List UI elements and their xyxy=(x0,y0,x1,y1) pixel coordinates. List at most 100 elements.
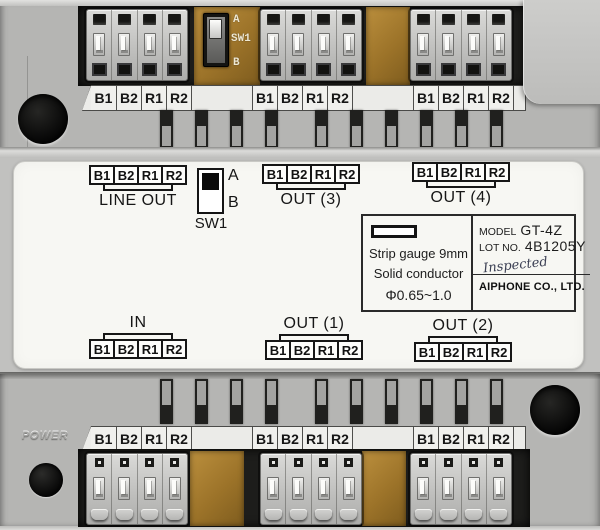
spring-clip xyxy=(143,32,156,56)
wire-hole xyxy=(116,63,132,76)
spring-clip xyxy=(168,476,181,500)
wire-hole xyxy=(119,458,129,467)
release-hole xyxy=(492,14,506,25)
wire-hole xyxy=(319,458,329,467)
spring-clip xyxy=(442,476,455,500)
release-hole xyxy=(291,14,305,25)
group-name: OUT (4) xyxy=(430,189,492,206)
terminal-pole xyxy=(261,10,287,80)
case-ridge-top xyxy=(0,147,600,158)
release-hole xyxy=(92,14,106,25)
strip-gauge-text: Strip gauge 9mm xyxy=(369,246,468,261)
spring-clip xyxy=(342,32,355,56)
label-terminal-r1: R1 xyxy=(137,165,163,185)
terminal-bump xyxy=(141,509,159,520)
spring-clip xyxy=(492,32,505,56)
wire-hole xyxy=(418,458,428,467)
terminal-cell-b1: B1 xyxy=(413,427,438,450)
terminal-bump xyxy=(315,509,333,520)
wire-hole xyxy=(494,458,504,467)
label-terminal-r2: R2 xyxy=(161,165,187,185)
terminal-cell-b1: B1 xyxy=(252,86,277,110)
terminal-pole xyxy=(411,10,437,80)
vent-inner xyxy=(422,381,431,406)
sw1-indicator-a-label: A xyxy=(228,167,239,184)
group-bracket xyxy=(103,185,173,191)
wire-vent-slot xyxy=(230,379,243,424)
label-terminal-b2: B2 xyxy=(436,162,462,182)
strip-gauge-bar xyxy=(371,225,417,238)
wire-vent-slot xyxy=(350,110,363,148)
terminal-cell-b1: B1 xyxy=(91,427,116,450)
terminal-cell-r1: R1 xyxy=(463,427,488,450)
terminal-cell-b2: B2 xyxy=(116,86,141,110)
label-terminal-b1: B1 xyxy=(262,164,288,184)
conductor-text: Solid conductor xyxy=(373,266,464,281)
release-hole xyxy=(441,14,455,25)
vent-inner xyxy=(317,125,326,147)
wire-hole xyxy=(440,63,456,76)
terminal-pole xyxy=(138,10,163,80)
terminal-block-top-2 xyxy=(260,9,362,81)
wire-hole xyxy=(91,63,107,76)
diameter-text: Φ0.65~1.0 xyxy=(385,287,452,303)
wire-hole xyxy=(145,458,155,467)
vent-inner xyxy=(197,125,206,147)
group-name: LINE OUT xyxy=(99,192,177,209)
terminal-cell-r2: R2 xyxy=(166,427,191,450)
terminal-pole xyxy=(261,454,287,524)
terminal-cell-blank xyxy=(352,86,413,110)
group-bracket xyxy=(276,184,346,190)
vent-inner xyxy=(162,381,171,406)
terminal-cell-r1: R1 xyxy=(302,427,327,450)
label-terminal-b1: B1 xyxy=(414,342,440,362)
label-terminal-b2: B2 xyxy=(113,339,139,359)
vent-inner xyxy=(232,381,241,406)
terminal-bump xyxy=(340,509,358,520)
wire-vent-slot xyxy=(265,110,278,148)
release-hole xyxy=(168,14,182,25)
vent-inner xyxy=(267,125,276,147)
label-terminal-r2: R2 xyxy=(484,162,510,182)
release-hole xyxy=(467,14,481,25)
terminal-pole xyxy=(112,10,138,80)
vent-inner xyxy=(352,381,361,406)
spring-clip xyxy=(467,32,480,56)
wire-hole xyxy=(170,458,180,467)
model-info-cell: MODEL GT-4Z LOT NO. 4B1205Y Inspected AI… xyxy=(473,216,590,310)
terminal-pole xyxy=(286,10,312,80)
label-terminal-b2: B2 xyxy=(286,164,312,184)
sw1-indicator-b-label: B xyxy=(228,194,239,211)
vent-inner xyxy=(387,381,396,406)
terminal-pole xyxy=(487,10,511,80)
terminal-block-top-1 xyxy=(86,9,188,81)
vent-inner xyxy=(387,125,396,147)
label-terminal-b2: B2 xyxy=(438,342,464,362)
sw1-indicator-box xyxy=(197,168,224,214)
wire-vent-slot xyxy=(490,379,503,424)
label-terminal-b1: B1 xyxy=(89,339,115,359)
device-bottom-edge xyxy=(0,526,600,530)
spring-clip xyxy=(93,476,106,500)
wire-hole xyxy=(316,63,332,76)
mounting-hole-bottom-right xyxy=(530,385,580,435)
wire-hole xyxy=(491,63,507,76)
wire-vent-slot xyxy=(265,379,278,424)
terminal-pole xyxy=(163,454,187,524)
terminal-pole xyxy=(337,454,361,524)
spring-clip xyxy=(143,476,156,500)
terminal-cell-r1: R1 xyxy=(302,86,327,110)
wire-vent-slot xyxy=(315,379,328,424)
wire-vent-slot xyxy=(420,379,433,424)
label-terminal-b1: B1 xyxy=(265,340,291,360)
group-name: OUT (1) xyxy=(283,315,345,332)
terminal-pole xyxy=(462,10,487,80)
terminal-cell-r2: R2 xyxy=(327,427,352,450)
device-top-edge xyxy=(0,0,600,6)
terminal-bump xyxy=(289,509,307,520)
